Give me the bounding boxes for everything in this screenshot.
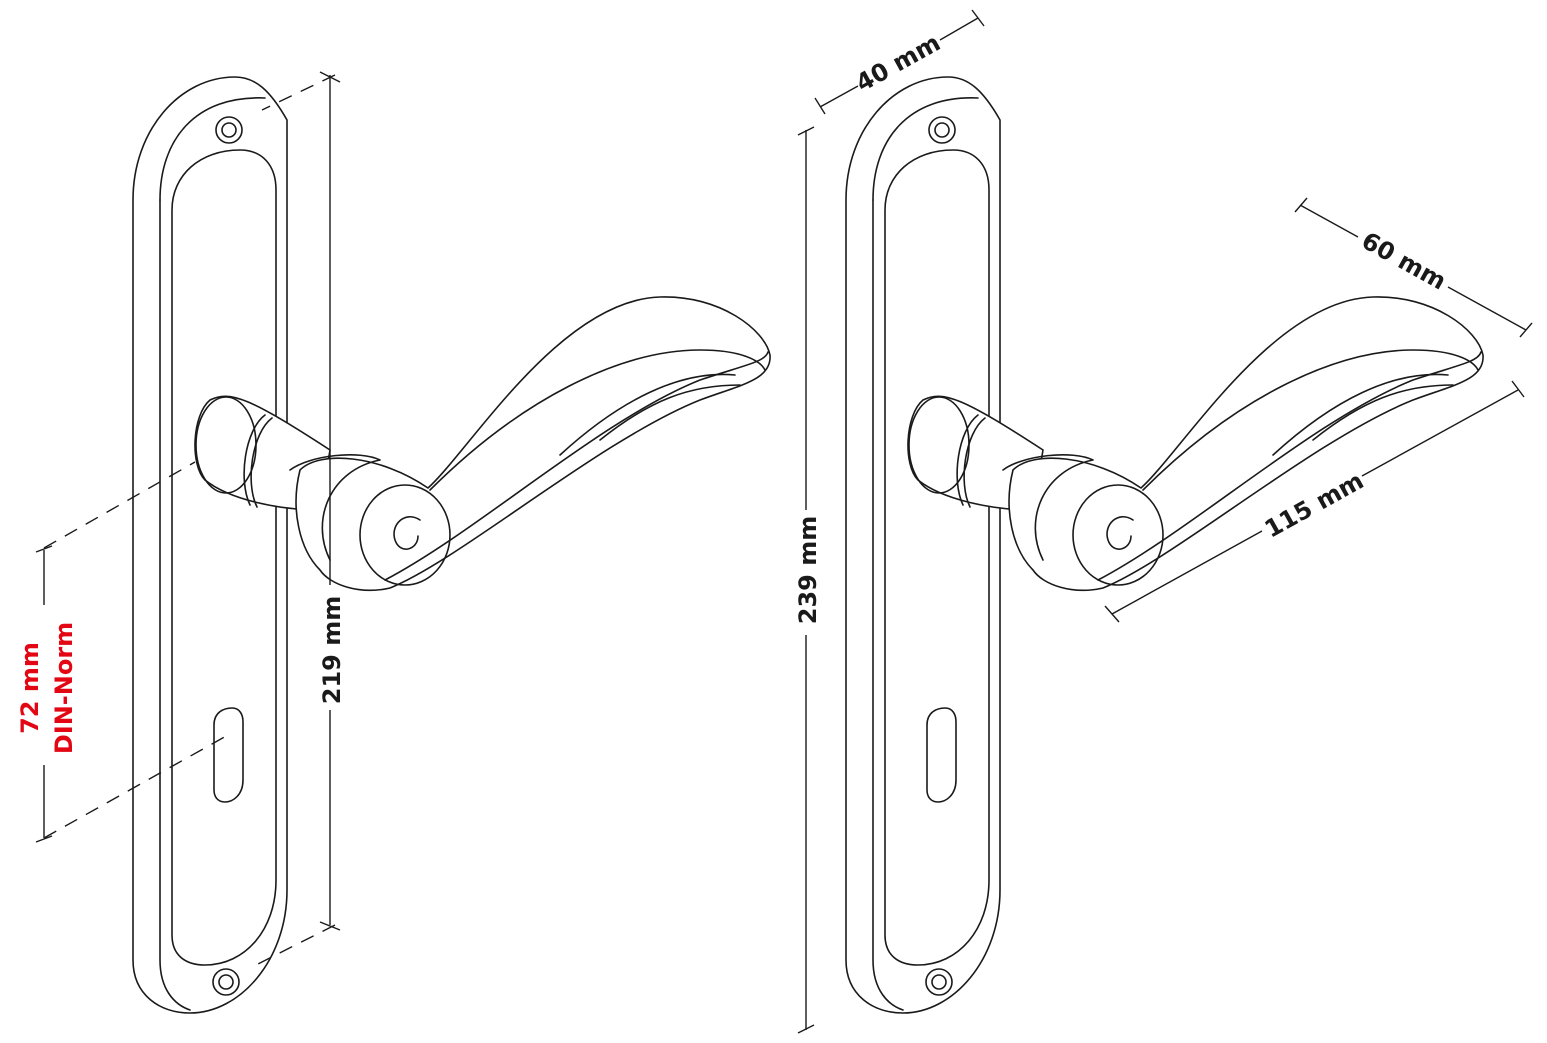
label-219mm: 219 mm <box>318 596 346 704</box>
right-handle-drawing <box>845 76 1484 1014</box>
dimension-72mm-din: 72 mm DIN-Norm <box>16 461 229 843</box>
label-din-norm: DIN-Norm <box>50 622 78 754</box>
label-72mm: 72 mm <box>16 642 44 734</box>
label-239mm: 239 mm <box>794 516 822 624</box>
dimension-219mm: 219 mm <box>249 71 346 969</box>
left-handle-drawing <box>132 76 771 1014</box>
label-60mm: 60 mm <box>1357 227 1451 296</box>
dimension-239mm: 239 mm <box>794 126 822 1034</box>
